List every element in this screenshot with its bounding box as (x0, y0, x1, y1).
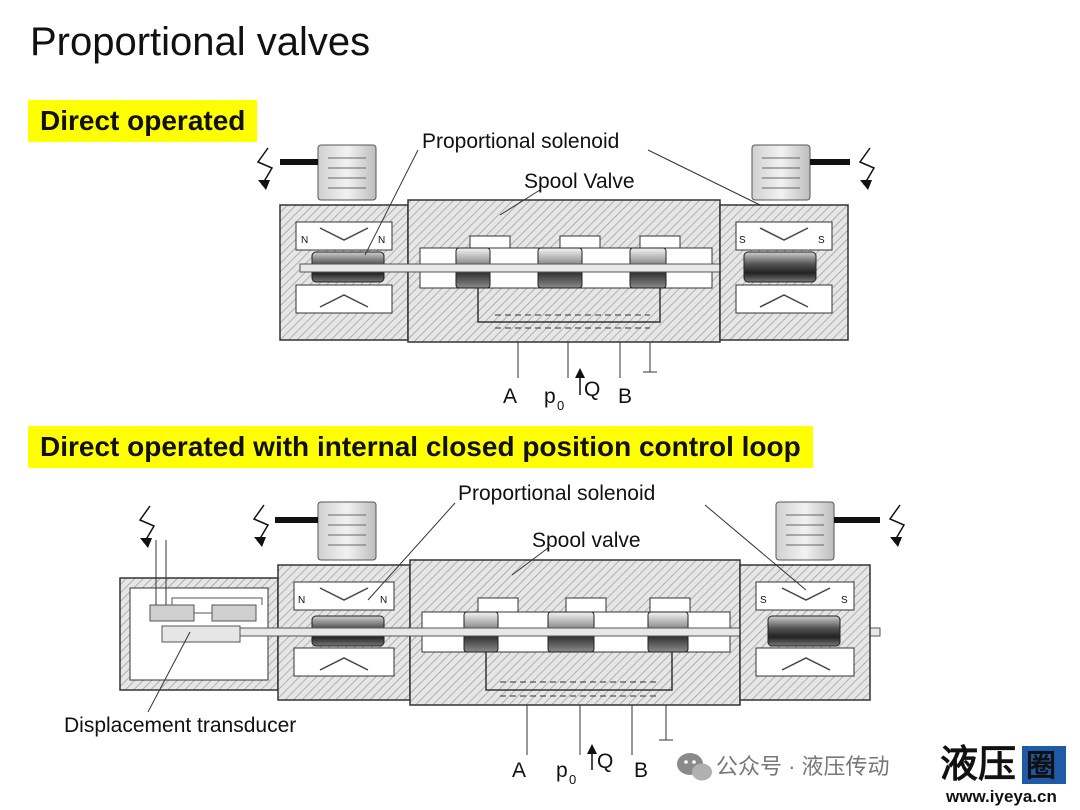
port-q: Q (597, 750, 613, 773)
label-spool-valve: Spool valve (532, 529, 641, 552)
callout-solenoid-right (647, 149, 761, 206)
right-armature (743, 251, 817, 283)
port-p-subscript: 0 (557, 398, 564, 413)
callout-transducer (147, 631, 191, 713)
transducer-coil (161, 625, 241, 643)
watermark-brand-box (1022, 746, 1066, 784)
label-proportional-solenoid: Proportional solenoid (458, 482, 655, 505)
watermark-account: 公众号 · 液压传动 (716, 754, 890, 779)
callout-spool (511, 547, 549, 576)
right-signal-icon (858, 147, 876, 186)
diagram-closed-loop: N N S S (64, 482, 906, 787)
port-p: p (544, 385, 556, 408)
right-coil-letter: S (760, 595, 767, 606)
right-connector (751, 144, 811, 201)
right-coil-top (735, 221, 833, 251)
right-connector (775, 501, 835, 561)
right-coil-bottom (735, 284, 833, 314)
wechat-icon (677, 753, 712, 781)
callout-solenoid-right (704, 504, 807, 591)
left-signal-icon (256, 147, 274, 186)
transducer-signal-icon (138, 505, 156, 544)
left-connector (317, 501, 377, 561)
port-a: A (512, 759, 526, 782)
transducer-electronics (149, 604, 195, 622)
left-coil-letter: N (298, 595, 305, 606)
diagram-direct-operated: N N S (256, 130, 876, 413)
label-displacement-transducer: Displacement transducer (64, 714, 296, 737)
left-coil-chevron-bottom (319, 294, 369, 308)
left-connector (317, 144, 377, 201)
left-coil-letter: N (380, 595, 387, 606)
left-coil-letter: N (301, 235, 308, 246)
label-spool-valve: Spool Valve (524, 170, 635, 193)
callout-spool (499, 189, 541, 216)
right-coil-letter: S (739, 235, 746, 246)
left-coil-bottom (295, 284, 393, 314)
port-a: A (503, 385, 517, 408)
port-p: p (556, 759, 568, 782)
port-b: B (634, 759, 648, 782)
watermark-brand-box-char: 圈 (1026, 750, 1056, 783)
watermark-brand: 液压 (940, 744, 1016, 786)
port-b: B (618, 385, 632, 408)
port-p-subscript: 0 (569, 772, 576, 787)
right-armature (767, 615, 841, 647)
transducer-electronics (211, 604, 257, 622)
left-coil-letter: N (378, 235, 385, 246)
page-title: Proportional valves (30, 20, 371, 64)
left-signal-icon (252, 504, 270, 543)
right-coil-letter: S (841, 595, 848, 606)
watermark: 公众号 · 液压传动 液压 圈 www.iyeya.cn (677, 744, 1066, 806)
port-q: Q (584, 378, 600, 401)
callout-solenoid-left (367, 502, 456, 601)
label-proportional-solenoid: Proportional solenoid (422, 130, 619, 153)
right-signal-icon (888, 504, 906, 543)
heading-closed-loop: Direct operated with internal closed pos… (28, 426, 813, 468)
watermark-url: www.iyeya.cn (945, 787, 1057, 806)
heading-direct-operated: Direct operated (28, 100, 258, 142)
left-coil-chevron-top (319, 227, 369, 241)
spool-shaft (239, 627, 881, 637)
left-coil-top (295, 221, 393, 251)
right-coil-letter: S (818, 235, 825, 246)
callout-solenoid-left (364, 149, 419, 256)
